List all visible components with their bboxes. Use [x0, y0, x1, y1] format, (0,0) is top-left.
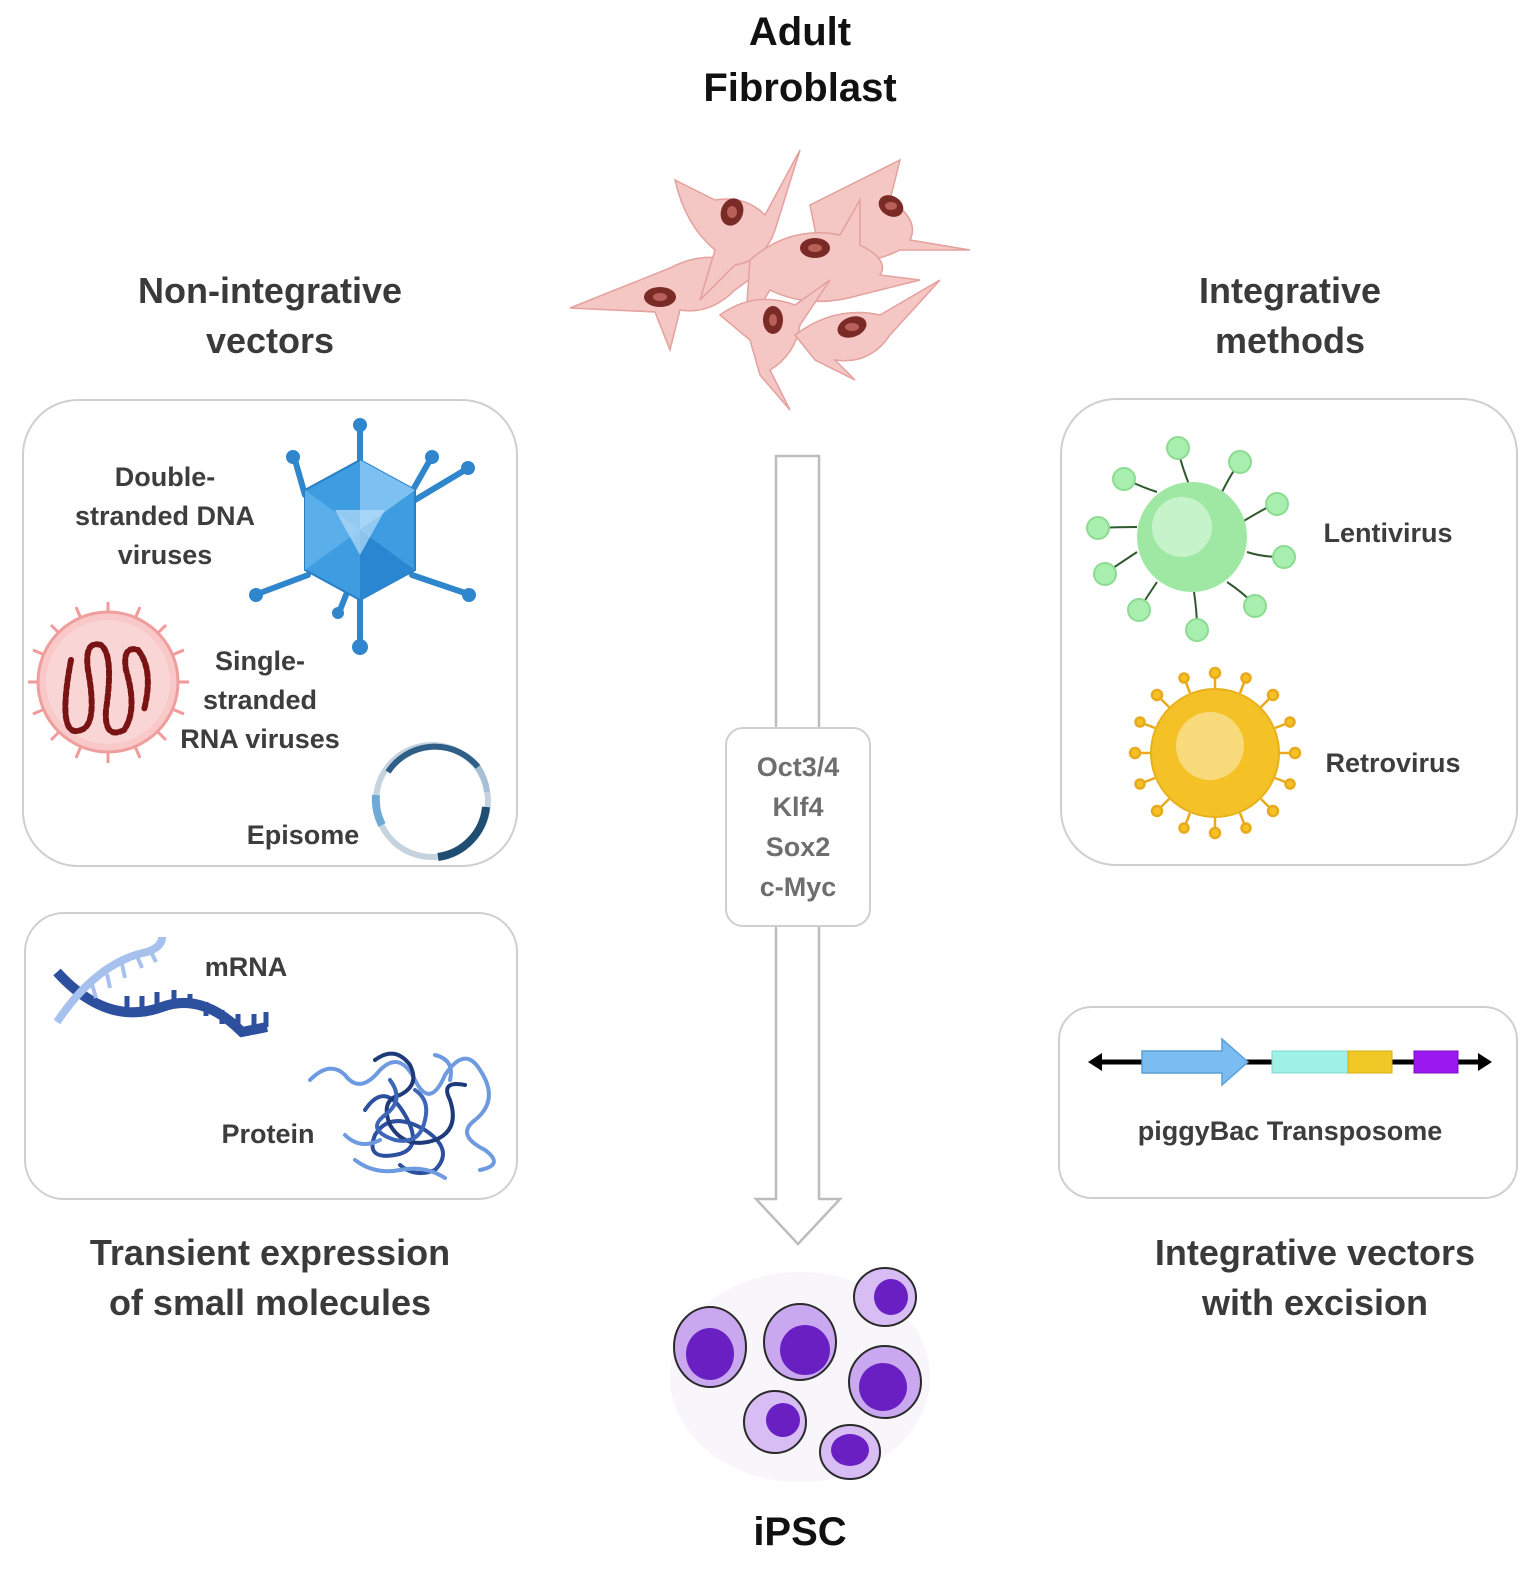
factor-klf4: Klf4 [772, 792, 824, 822]
transposome-construct-icon [1088, 1037, 1492, 1087]
fibroblast-cells [569, 149, 971, 411]
label-protein: Protein [221, 1119, 315, 1149]
ssrna-virus-icon [28, 602, 189, 763]
label-episome: Episome [246, 820, 360, 850]
ipsc-cells [670, 1267, 930, 1482]
label-mrna: mRNA [204, 952, 288, 982]
mrna-icon [53, 936, 269, 1038]
label-lentivirus: Lentivirus [1323, 518, 1453, 548]
reprogramming-factors-box: Oct3/4 Klf4 Sox2 c-Myc [725, 727, 871, 927]
title-adult-fibroblast: Adult Fibroblast [703, 10, 897, 110]
heading-integrative-methods: Integrative methods [1198, 270, 1382, 361]
title-ipsc: iPSC [753, 1510, 847, 1554]
dsdna-virus-icon [249, 418, 476, 655]
label-ssrna-viruses: Single- stranded RNA viruses [180, 646, 340, 755]
retrovirus-icon [1128, 666, 1302, 840]
label-piggybac-transposome: piggyBac Transposome [1137, 1116, 1443, 1146]
panel-viral-vectors [22, 399, 518, 867]
footer-transient-expression: Transient expression of small molecules [89, 1232, 451, 1323]
factor-cmyc: c-Myc [759, 872, 837, 902]
label-retrovirus: Retrovirus [1325, 748, 1461, 778]
protein-icon [308, 1051, 496, 1180]
episome-plasmid-icon [371, 742, 491, 861]
label-dsdna-viruses: Double- stranded DNA viruses [74, 462, 256, 571]
factor-oct34: Oct3/4 [756, 752, 840, 782]
factor-sox2: Sox2 [765, 832, 831, 862]
panel-transposome [1058, 1006, 1518, 1199]
lentivirus-icon [1086, 436, 1296, 642]
heading-non-integrative-vectors: Non-integrative vectors [137, 270, 403, 361]
footer-integrative-vectors-excision: Integrative vectors with excision [1154, 1232, 1476, 1323]
